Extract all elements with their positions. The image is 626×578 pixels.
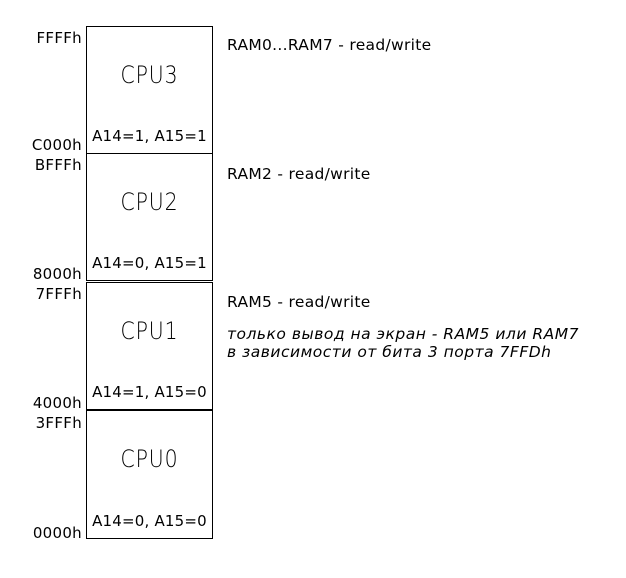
block-name: CPU3: [120, 61, 179, 89]
block-address-bits: A14=0, A15=0: [92, 512, 207, 530]
address-bfff: BFFFh: [34, 156, 82, 174]
address-ffff: FFFFh: [36, 29, 82, 47]
block-name: CPU2: [120, 188, 179, 216]
address-7fff: 7FFFh: [35, 285, 82, 303]
note-cpu2: RAM2 - read/write: [227, 165, 371, 183]
note-screen-line1: только вывод на экран - RAM5 или RAM7: [227, 325, 579, 343]
address-8000: 8000h: [32, 265, 82, 283]
address-c000: C000h: [31, 136, 82, 154]
block-name: CPU1: [120, 317, 179, 345]
note-cpu1: RAM5 - read/write: [227, 293, 371, 311]
memory-block-cpu3: CPU3 A14=1, A15=1: [86, 26, 213, 154]
note-screen-line2: в зависимости от бита 3 порта 7FFDh: [227, 343, 552, 361]
block-name: CPU0: [120, 445, 179, 473]
block-address-bits: A14=1, A15=1: [92, 127, 207, 145]
block-address-bits: A14=1, A15=0: [92, 383, 207, 401]
memory-block-cpu1: CPU1 A14=1, A15=0: [86, 282, 213, 410]
address-3fff: 3FFFh: [35, 414, 82, 432]
memory-block-cpu2: CPU2 A14=0, A15=1: [86, 153, 213, 281]
address-0000: 0000h: [32, 524, 82, 542]
note-cpu3: RAM0...RAM7 - read/write: [227, 36, 432, 54]
block-address-bits: A14=0, A15=1: [92, 254, 207, 272]
memory-block-cpu0: CPU0 A14=0, A15=0: [86, 410, 213, 539]
address-4000: 4000h: [32, 394, 82, 412]
